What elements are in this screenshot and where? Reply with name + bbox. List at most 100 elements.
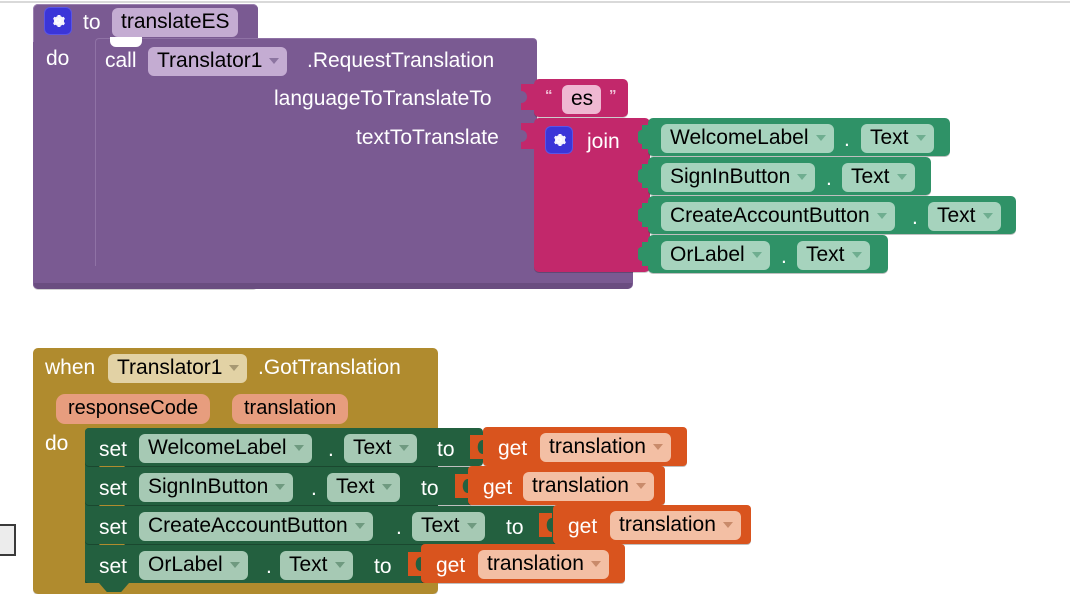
join-block[interactable]: join <box>534 118 650 272</box>
text-string-input[interactable]: es <box>562 85 602 115</box>
component-getter-block[interactable]: CreateAccountButton . Text <box>648 196 1016 234</box>
setter-statement-block[interactable]: set OrLabel . Text to <box>85 545 426 583</box>
arg-label-languageToTranslateTo: languageToTranslateTo <box>274 87 492 110</box>
variable-getter-block[interactable]: get translation <box>421 544 625 583</box>
setter-separator: . <box>311 477 317 500</box>
chevron-down-icon[interactable] <box>229 365 240 372</box>
chevron-down-icon[interactable] <box>751 252 762 259</box>
close-quote: ” <box>609 87 617 104</box>
setter-component-text: CreateAccountButton <box>148 514 348 537</box>
setter-statement-block[interactable]: set CreateAccountButton . Text to <box>85 506 558 544</box>
component-getter-block[interactable]: WelcomeLabel . Text <box>648 118 950 156</box>
setter-property-dropdown[interactable]: Text <box>280 551 353 581</box>
chevron-down-icon[interactable] <box>896 174 907 181</box>
event-component-dropdown[interactable]: Translator1 <box>108 354 248 384</box>
chevron-down-icon[interactable] <box>334 562 345 569</box>
procedure-name-text: translateES <box>121 10 230 33</box>
value-plug <box>638 164 649 188</box>
chevron-down-icon[interactable] <box>229 562 240 569</box>
chevron-down-icon[interactable] <box>815 135 826 142</box>
getter-component-text: SignInButton <box>670 165 791 188</box>
component-getter-block[interactable]: SignInButton . Text <box>648 157 931 195</box>
getter-component-dropdown[interactable]: WelcomeLabel <box>661 124 834 154</box>
setter-property-dropdown[interactable]: Text <box>344 434 417 464</box>
variable-getter-block[interactable]: get translation <box>483 427 687 466</box>
setter-component-dropdown[interactable]: OrLabel <box>139 551 248 581</box>
chevron-down-icon[interactable] <box>851 252 862 259</box>
setter-property-dropdown[interactable]: Text <box>327 473 400 503</box>
setter-separator: . <box>396 516 402 539</box>
variable-name-dropdown[interactable]: translation <box>478 550 609 580</box>
chevron-down-icon[interactable] <box>466 523 477 530</box>
chevron-down-icon[interactable] <box>590 561 601 568</box>
setter-component-dropdown[interactable]: CreateAccountButton <box>139 512 373 542</box>
getter-component-text: WelcomeLabel <box>670 126 809 149</box>
chevron-down-icon[interactable] <box>269 58 280 65</box>
get-label: get <box>436 554 466 577</box>
clipped-widget-left-edge[interactable] <box>0 524 16 556</box>
variable-getter-block[interactable]: get translation <box>553 505 751 544</box>
chevron-down-icon[interactable] <box>354 523 365 530</box>
chevron-down-icon[interactable] <box>398 445 409 452</box>
event-param-responseCode[interactable]: responseCode <box>56 394 211 424</box>
getter-property-dropdown[interactable]: Text <box>797 241 870 271</box>
chevron-down-icon[interactable] <box>797 174 808 181</box>
setter-value-socket[interactable] <box>470 435 483 459</box>
chevron-down-icon[interactable] <box>915 135 926 142</box>
setter-value-socket[interactable] <box>455 474 468 498</box>
setter-value-socket[interactable] <box>539 513 552 537</box>
chevron-down-icon[interactable] <box>293 445 304 452</box>
socket-textToTranslate[interactable] <box>521 123 537 149</box>
getter-component-dropdown[interactable]: OrLabel <box>661 241 770 271</box>
chevron-down-icon[interactable] <box>635 483 646 490</box>
open-quote: “ <box>545 87 553 104</box>
call-component-text: Translator1 <box>157 49 263 72</box>
setter-property-dropdown[interactable]: Text <box>412 512 485 542</box>
setter-to-label: to <box>374 555 392 578</box>
chevron-down-icon[interactable] <box>876 213 887 220</box>
gear-icon[interactable] <box>44 7 72 35</box>
chevron-down-icon[interactable] <box>982 213 993 220</box>
call-method-label: .RequestTranslation <box>307 49 495 72</box>
setter-statement-block[interactable]: set SignInButton . Text to <box>85 467 473 505</box>
getter-property-dropdown[interactable]: Text <box>861 124 934 154</box>
text-string-block[interactable]: “ es ” <box>534 79 628 117</box>
getter-property-dropdown[interactable]: Text <box>928 202 1001 232</box>
getter-separator: . <box>826 167 832 190</box>
event-when-label: when <box>45 356 96 379</box>
value-plug <box>638 203 649 227</box>
procedure-mutator-button[interactable] <box>44 7 72 35</box>
procedure-name-input[interactable]: translateES <box>112 8 238 38</box>
setter-statement-block[interactable]: set WelcomeLabel . Text to <box>85 428 483 466</box>
setter-to-label: to <box>437 438 455 461</box>
event-component-text: Translator1 <box>117 356 223 379</box>
event-param-translation[interactable]: translation <box>232 394 349 424</box>
getter-property-dropdown[interactable]: Text <box>842 163 915 193</box>
call-component-dropdown[interactable]: Translator1 <box>148 47 288 77</box>
chevron-down-icon[interactable] <box>381 484 392 491</box>
variable-name-text: translation <box>532 474 629 497</box>
chevron-down-icon[interactable] <box>722 522 733 529</box>
variable-getter-block[interactable]: get translation <box>468 466 665 505</box>
arg-label-textToTranslate: textToTranslate <box>356 126 499 149</box>
component-getter-block[interactable]: OrLabel . Text <box>648 235 888 273</box>
chevron-down-icon[interactable] <box>275 484 286 491</box>
socket-languageToTranslateTo[interactable] <box>521 84 537 110</box>
variable-name-dropdown[interactable]: translation <box>523 472 654 502</box>
setter-component-dropdown[interactable]: WelcomeLabel <box>139 434 312 464</box>
setter-component-text: OrLabel <box>148 553 223 576</box>
get-label: get <box>498 437 528 460</box>
variable-name-dropdown[interactable]: translation <box>610 511 741 541</box>
getter-component-dropdown[interactable]: CreateAccountButton <box>661 202 895 232</box>
setter-value-socket[interactable] <box>408 552 421 576</box>
chevron-down-icon[interactable] <box>652 444 663 451</box>
procedure-body-notch <box>110 37 142 47</box>
variable-name-dropdown[interactable]: translation <box>540 433 671 463</box>
getter-component-dropdown[interactable]: SignInButton <box>661 163 816 193</box>
call-label: call <box>105 49 137 72</box>
gear-icon[interactable] <box>545 126 573 154</box>
setter-component-dropdown[interactable]: SignInButton <box>139 473 294 503</box>
variable-name-text: translation <box>487 552 584 575</box>
text-string-value: es <box>571 87 594 110</box>
